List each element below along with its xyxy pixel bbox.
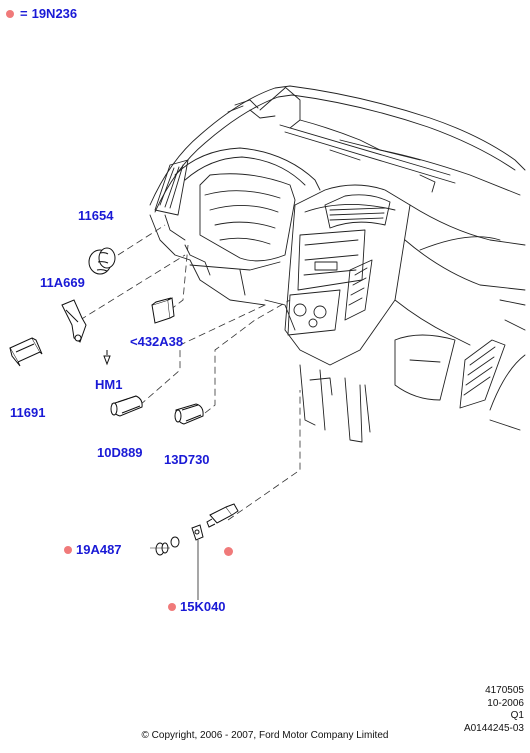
legend-part-number: 19N236	[31, 6, 78, 21]
part-11A669	[61, 299, 87, 343]
label-19A487-text: 19A487	[76, 542, 122, 557]
part-11691	[9, 337, 43, 367]
marker-dot-19N236	[224, 547, 233, 556]
label-11691: 11691	[10, 405, 46, 420]
part-15K040	[191, 524, 204, 541]
part-432A38	[151, 297, 175, 324]
label-15K040: 15K040	[168, 600, 226, 614]
part-10D889	[110, 395, 143, 417]
label-HM1: HM1	[95, 377, 123, 392]
glove-box	[394, 334, 456, 401]
leader-10D889	[139, 304, 266, 406]
label-15K040-text: 15K040	[180, 599, 226, 614]
left-vent	[154, 159, 189, 216]
part-HM1	[103, 350, 111, 366]
leader-11A669	[79, 254, 186, 321]
footer-code: A0144245-03	[463, 722, 524, 734]
marker-dot	[6, 9, 14, 18]
footer-ref: 4170505	[485, 685, 524, 696]
part-13D730	[174, 403, 204, 425]
marker-dot	[64, 545, 72, 554]
leader-11654	[117, 224, 166, 256]
label-432A38: <432A38	[130, 334, 184, 349]
footer-q: Q1	[510, 710, 524, 721]
footer-info: 4170505 10-2006 Q1 A0144245-03	[464, 685, 524, 735]
copyright: © Copyright, 2006 - 2007, Ford Motor Com…	[141, 730, 389, 741]
label-11654: 11654	[78, 208, 114, 223]
leader-19N236	[227, 390, 301, 521]
marker-dot	[168, 602, 176, 611]
part-19N236	[206, 503, 239, 528]
legend: =19N236	[6, 6, 77, 21]
leader-13D730	[204, 299, 291, 414]
part-11654	[88, 247, 116, 275]
label-10D889: 10D889	[97, 445, 143, 460]
leader-432A38	[169, 244, 189, 311]
label-11A669: 11A669	[40, 275, 85, 290]
instrument-cluster	[199, 173, 296, 262]
footer-date: 10-2006	[487, 697, 524, 709]
label-19A487: 19A487	[64, 543, 122, 557]
label-13D730: 13D730	[164, 452, 210, 467]
center-vent	[324, 194, 391, 229]
right-vent	[459, 339, 506, 409]
dashboard-outline	[149, 85, 526, 206]
legend-equals: =	[20, 6, 28, 21]
center-stack	[284, 184, 411, 366]
instrument-hood	[174, 147, 321, 191]
part-19A487	[155, 536, 180, 556]
